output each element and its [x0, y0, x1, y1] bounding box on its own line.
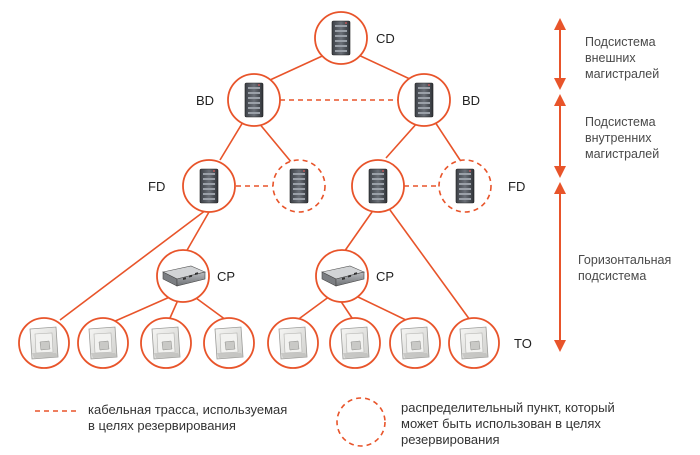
server-rack-icon	[244, 82, 264, 118]
server-rack-icon	[199, 168, 219, 204]
node-fd-backup-left	[272, 159, 326, 213]
telecom-outlet-icon	[29, 326, 59, 360]
link-bd-left-fd-left	[219, 121, 244, 161]
svg-text:подсистема: подсистема	[578, 269, 646, 283]
svg-text:магистралей: магистралей	[585, 147, 659, 161]
link-cd-bd-right	[351, 51, 413, 81]
link-fd-left-cp-left	[185, 211, 210, 253]
node-cd	[314, 11, 368, 65]
svg-text:внешних: внешних	[585, 51, 636, 65]
subsystem-external-label: Подсистема внешних магистралей	[585, 35, 659, 81]
subsystem-internal-label: Подсистема внутренних магистралей	[585, 115, 659, 161]
legend-dashed-line-text: кабельная трасса, используемая	[88, 402, 287, 417]
telecom-outlet-icon	[340, 326, 370, 360]
link-cp-right-outlet-5	[295, 295, 331, 322]
link-bd-left-fd-right-backup	[257, 121, 293, 164]
outlet-5	[267, 317, 319, 369]
outlet-6	[329, 317, 381, 369]
link-cp-left-outlet-4	[195, 297, 227, 321]
outlet-8	[448, 317, 500, 369]
telecom-outlet-icon	[88, 326, 118, 360]
legend-dashed-circle-icon	[336, 397, 386, 447]
telecom-outlet-icon	[214, 326, 244, 360]
arrow-up-icon	[554, 18, 566, 30]
link-fd-left-outlet-1	[59, 209, 207, 321]
legend-dashed-circle-text: распределительный пункт, который	[401, 400, 615, 415]
label-to: TO	[514, 336, 532, 351]
server-rack-icon	[289, 168, 309, 204]
server-rack-icon	[455, 168, 475, 204]
telecom-outlet-icon	[459, 326, 489, 360]
link-cd-bd-left	[269, 51, 332, 81]
node-bd-left	[227, 73, 281, 127]
label-bd-right: BD	[462, 93, 480, 108]
node-bd-right	[397, 73, 451, 127]
outlet-4	[203, 317, 255, 369]
subsystem-arrows	[554, 18, 566, 352]
server-rack-icon	[331, 20, 351, 56]
label-fd-left: FD	[148, 179, 165, 194]
label-fd-right: FD	[508, 179, 525, 194]
svg-text:магистралей: магистралей	[585, 67, 659, 81]
outlet-1	[18, 317, 70, 369]
arrow-down-icon	[554, 78, 566, 90]
telecom-outlet-icon	[151, 326, 181, 360]
link-cp-right-outlet-7	[355, 295, 411, 323]
node-cp-right	[315, 249, 369, 303]
outlet-2	[77, 317, 129, 369]
outlet-3	[140, 317, 192, 369]
outlet-7	[389, 317, 441, 369]
link-cp-left-outlet-2	[112, 295, 173, 323]
arrow-down-icon	[554, 340, 566, 352]
link-bd-right-fd-left	[385, 121, 419, 159]
server-rack-icon	[414, 82, 434, 118]
link-fd-right-cp-right	[343, 211, 373, 253]
link-cp-right-outlet-6	[339, 299, 353, 319]
arrow-up-icon	[554, 182, 566, 194]
node-fd-backup-right	[438, 159, 492, 213]
outlets	[18, 317, 500, 369]
link-cp-left-outlet-3	[169, 299, 179, 319]
label-cd: CD	[376, 31, 395, 46]
link-bd-right-fd-right-backup	[434, 121, 463, 164]
arrow-down-icon	[554, 166, 566, 178]
svg-text:Горизонтальная: Горизонтальная	[578, 253, 671, 267]
svg-text:Подсистема: Подсистема	[585, 115, 656, 129]
label-cp-right: CP	[376, 269, 394, 284]
telecom-outlet-icon	[278, 326, 308, 360]
label-cp-left: CP	[217, 269, 235, 284]
svg-text:Подсистема: Подсистема	[585, 35, 656, 49]
arrow-up-icon	[554, 94, 566, 106]
label-bd-left: BD	[196, 93, 214, 108]
backup-lines	[236, 99, 440, 187]
connection-lines	[59, 51, 471, 323]
legend-dashed-line-text: в целях резервирования	[88, 418, 236, 433]
svg-text:внутренних: внутренних	[585, 131, 652, 145]
node-fd-right	[351, 159, 405, 213]
legend: кабельная трасса, используемая в целях р…	[35, 397, 615, 447]
legend-dashed-circle-text: резервирования	[401, 432, 500, 447]
server-rack-icon	[368, 168, 388, 204]
legend-dashed-circle-text: может быть использован в целях	[401, 416, 601, 431]
node-fd-left	[182, 159, 236, 213]
telecom-outlet-icon	[400, 326, 430, 360]
node-cp-left	[156, 249, 210, 303]
link-fd-right-outlet-8	[389, 209, 471, 321]
subsystem-horizontal-label: Горизонтальная подсистема	[578, 253, 671, 283]
